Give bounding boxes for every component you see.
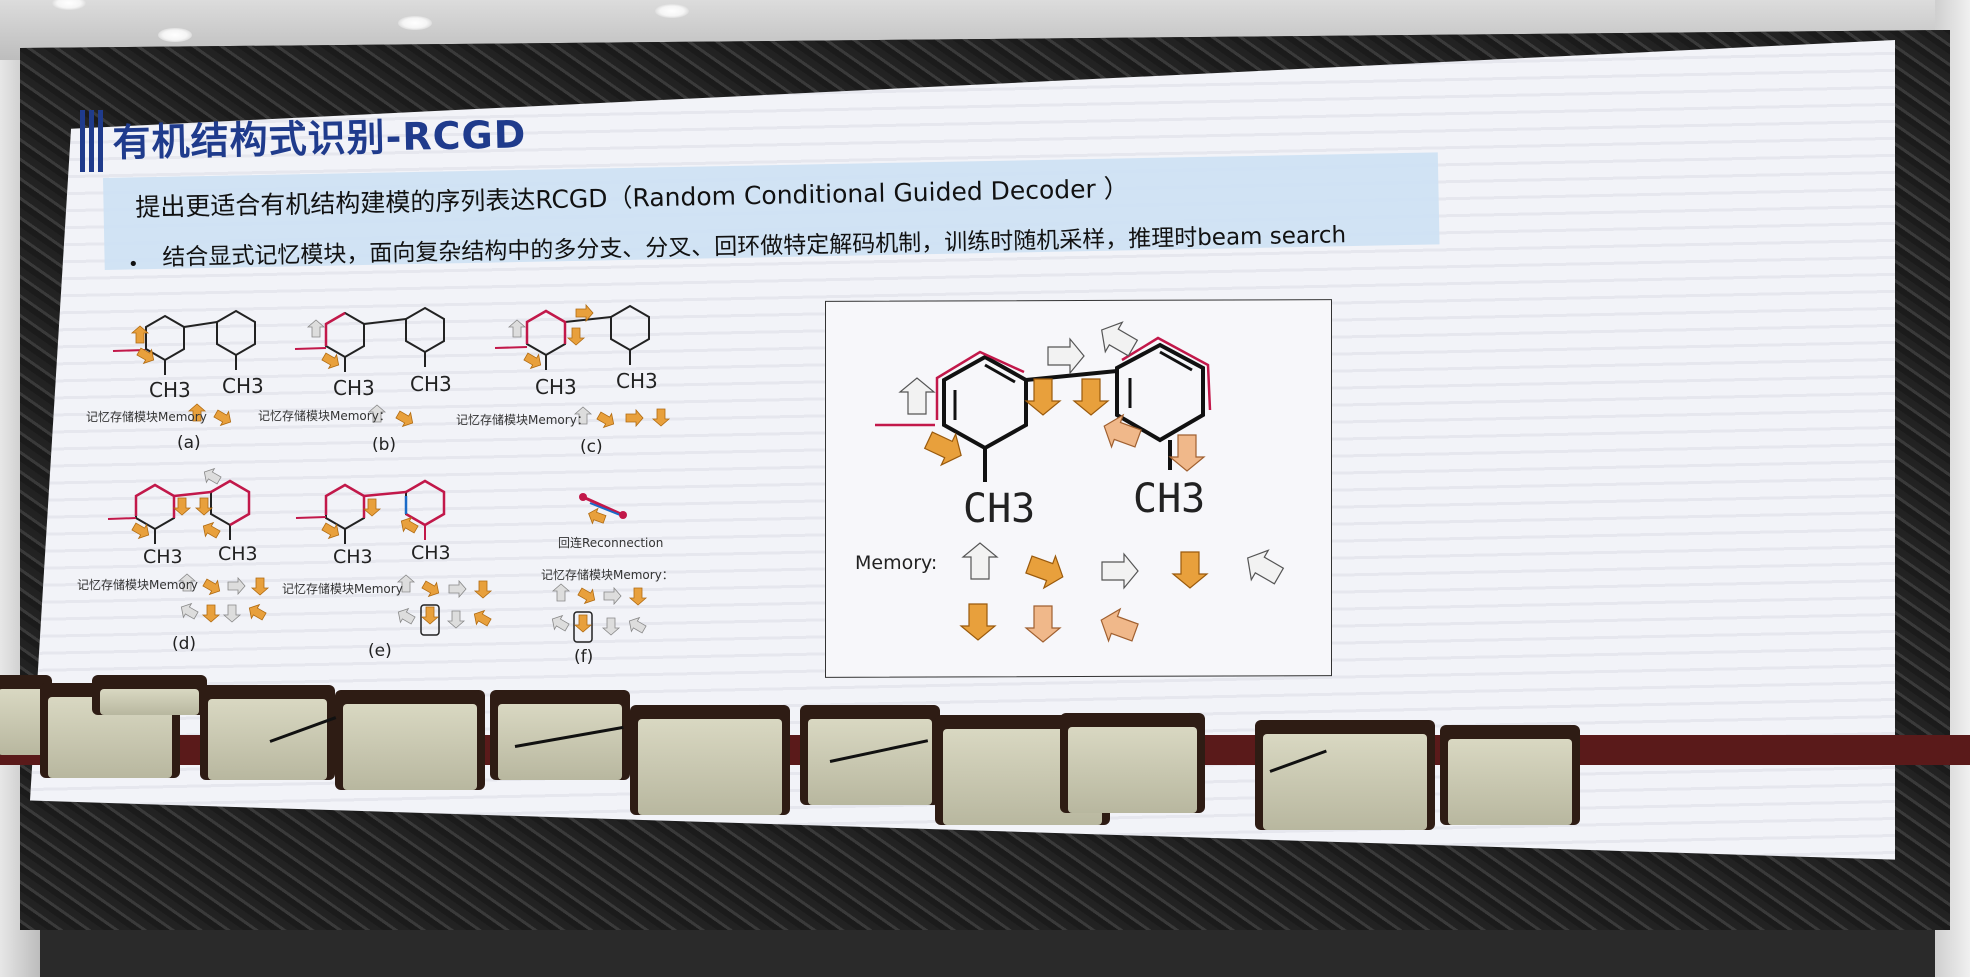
ch3-label: CH3 <box>616 369 658 393</box>
ch3-label: CH3 <box>143 546 183 568</box>
chair <box>630 705 790 815</box>
caption-e: (e) <box>368 641 392 661</box>
chair <box>490 690 630 780</box>
chair <box>92 675 207 715</box>
ch3-label: CH3 <box>333 546 373 568</box>
diagram-b <box>294 307 445 431</box>
memory-label-b: 记忆存储模块Memory： <box>258 409 391 423</box>
ch3-label: CH3 <box>222 374 264 398</box>
ch3-label: CH3 <box>411 542 451 564</box>
ch3-label: CH3 <box>218 543 258 565</box>
diagram-d <box>107 464 269 624</box>
caption-f: (f) <box>574 647 594 667</box>
ch3-label-large: CH3 <box>963 486 1036 532</box>
diagram-c <box>494 304 670 432</box>
memory-label-d: 记忆存储模块Memory <box>77 578 198 592</box>
chair <box>40 683 180 778</box>
ceiling-light <box>655 4 689 18</box>
ch3-label: CH3 <box>535 375 577 399</box>
chair <box>200 685 335 780</box>
ceiling-light <box>398 16 432 30</box>
reconnection-label: 回连Reconnection <box>558 536 664 550</box>
memory-label: Memory: <box>855 552 938 574</box>
caption-a: (a) <box>177 433 201 453</box>
caption-c: (c) <box>580 437 603 457</box>
caption-d: (d) <box>172 634 197 654</box>
title-bars <box>80 110 107 176</box>
chair <box>1060 713 1205 813</box>
chair <box>800 705 940 805</box>
diagram-a <box>112 310 256 430</box>
chair-row <box>0 675 1970 977</box>
ceiling-light <box>52 0 86 10</box>
ch3-label-large: CH3 <box>1133 476 1206 522</box>
memory-label-e: 记忆存储模块Memory <box>282 582 403 596</box>
chair <box>1255 720 1435 830</box>
diagram-e <box>295 479 494 636</box>
ceiling-light <box>158 28 192 42</box>
chair <box>335 690 485 790</box>
ch3-label: CH3 <box>410 372 452 396</box>
caption-b: (b) <box>372 435 397 455</box>
diagram-f <box>547 493 649 643</box>
ch3-label: CH3 <box>149 378 191 402</box>
chair <box>1440 725 1580 825</box>
memory-label-a: 记忆存储模块Memory <box>86 410 207 424</box>
ch3-label: CH3 <box>333 376 375 400</box>
bullet-dot: • <box>128 254 139 275</box>
memory-label-f: 记忆存储模块Memory： <box>541 568 674 582</box>
memory-label-c: 记忆存储模块Memory： <box>456 413 589 427</box>
